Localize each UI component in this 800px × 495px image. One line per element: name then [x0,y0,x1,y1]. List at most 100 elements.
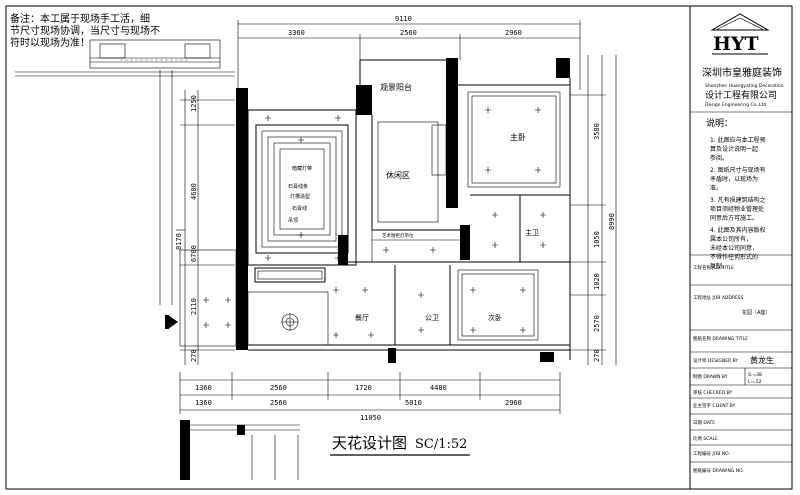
dim-left-outer: 6780 [190,245,198,262]
top-dimensions: 9110 3360 2560 2960 [237,15,581,90]
client-label: 业主签字 CLIENT BY [693,402,736,409]
company-name-cn: 深圳市皇雅庭装饰 [702,66,782,79]
dim-top: 2560 [400,29,417,37]
room-second-bedroom: 次卧 [488,313,502,322]
company-name-en: Shenzhen Huangyating Decoration [705,83,784,89]
drawing-title: 天花设计图 [332,434,407,452]
dim-right-outer: 8990 [608,213,616,230]
dim-right: 270 [593,349,601,362]
left-dimensions: 1250 4600 2110 270 8170 6780 [175,90,235,365]
wall [556,58,570,78]
dim-right: 1020 [593,273,601,290]
wall [540,352,554,362]
dim-right: 2570 [593,315,601,332]
dim-left-outer: 8170 [175,233,183,250]
designer-name: 黄龙生 [750,355,774,365]
note-item: 3. 凡有损建筑结构之 [710,196,766,204]
dim-bottom: 1360 [195,399,212,407]
dim-bottom: 5010 [405,399,422,407]
dim-left: 270 [190,349,198,362]
dim-left: 2110 [190,298,198,315]
section-detail-bottom [180,420,300,480]
right-dimensions: 3580 1050 1020 2570 270 8990 [570,55,617,365]
note-item: 准。 [710,184,722,192]
note-item: 属本公司所有， [710,235,752,243]
dim-right: 1050 [593,231,601,248]
room-leisure: 休闲区 [386,170,410,180]
room-public-bath: 公卫 [425,314,439,322]
title-block: HYT 深圳市皇雅庭装饰 Shenzhen Huangyating Decora… [690,13,792,474]
note-item: 4. 此图及其内容版权 [710,226,766,234]
sheet-border [5,5,793,490]
project-address-value: 花园（A座） [742,309,770,316]
company-name-en2: Design Engineering Co.,Ltd [705,102,766,108]
living-label: 暗藏灯带 [292,165,312,172]
dim-top-total: 9110 [395,15,412,23]
company-name-cn2: 设计工程有限公司 [705,89,777,101]
project-no-label: 工程编号 JOB NO. [693,450,730,457]
note-item: 复制。 [710,262,728,270]
dim-bottom: 1720 [355,384,372,392]
drawing-no-label: 图纸编号 DRAWING NO. [693,467,744,474]
designer-label: 设计师 DESIGNER BY [693,357,739,364]
light-fixtures [203,107,546,338]
note-item: 不得作任何形式的 [710,253,758,261]
ceiling-tray [255,124,349,254]
section-detail-top [15,39,235,77]
dim-left: 1250 [190,95,198,112]
note-line: 备注：本工属于现场手工活，细 [10,12,150,25]
living-label: 石膏线 [292,205,307,212]
dim-bottom: 2560 [270,384,287,392]
note-item: 项目须经物业管理处 [710,205,764,213]
dim-top: 2960 [505,29,522,37]
dim-h: L:=52 [748,379,762,385]
wall [236,88,248,350]
living-label: 吊顶 [288,218,298,224]
note-item: 同意后方可施工。 [710,214,758,222]
company-logo: HYT [710,13,770,55]
checked-label: 审核 CHECKED BY [693,389,732,396]
project-name-label: 工程名称 JOB TITLE [693,264,734,271]
wall [356,85,372,115]
notes-list: 1. 此图应与本工程预 算及设计说明一起 参阅。 2. 图纸尺寸与现场有 矛盾时… [710,136,766,270]
dim-bottom-total: 11050 [360,414,381,422]
entry-arrow-icon [168,315,178,329]
note-item: 矛盾时，以现场为 [710,175,758,183]
wall [446,58,458,208]
dim-bottom: 4480 [430,384,447,392]
dim-bottom: 2960 [505,399,522,407]
note-item: 未经本公司同意， [710,244,758,252]
logo-text: HYT [713,33,759,55]
room-balcony: 观景阳台 [380,82,412,92]
drawing-title-block: 天花设计图 SC/1:52 [330,434,470,456]
note-block: 备注：本工属于现场手工活，细 节尺寸现场协调，当尺寸与现场不 符时以现场为准！ [10,12,160,49]
dim-bottom: 1360 [195,384,212,392]
dim-top: 3360 [288,29,305,37]
dim-w: S:=38 [748,372,762,378]
room-master-bath: 主卫 [525,228,539,237]
drawn-label: 制图 DRAWN BY [693,373,728,380]
dim-right: 3580 [593,123,601,140]
project-address-label: 工程地址 JOB ADDRESS [693,294,744,301]
notes-title: 说明： [706,117,733,129]
drawing-scale: SC/1:52 [415,437,467,452]
aisle-label: 艺术厨柜灯带位 [382,232,414,239]
note-item: 参阅。 [710,154,728,162]
note-line: 节尺寸现场协调，当尺寸与现场不 [10,24,160,37]
wall [460,225,470,260]
room-master-bedroom: 主卧 [510,132,526,142]
room-dining: 餐厅 [355,313,369,322]
section-detail-left [159,70,185,305]
wall [338,235,348,265]
note-item: 算及设计说明一起 [710,145,758,153]
note-item: 2. 图纸尺寸与现场有 [710,166,766,174]
living-label: 灯槽造型 [290,193,310,200]
dim-bottom: 2560 [270,399,287,407]
floor-plan: 暗藏灯带 石膏线条 灯槽造型 石膏线 吊顶 观景阳台 主卧 休闲区 主卫 艺术厨… [165,58,571,363]
date-label: 日期 DATE [693,420,715,426]
bottom-dimensions: 1360 2560 1720 4480 1360 2560 5010 2960 … [179,372,561,422]
note-item: 1. 此图应与本工程预 [710,136,766,144]
wall [388,348,396,363]
dim-left: 4600 [190,183,198,200]
